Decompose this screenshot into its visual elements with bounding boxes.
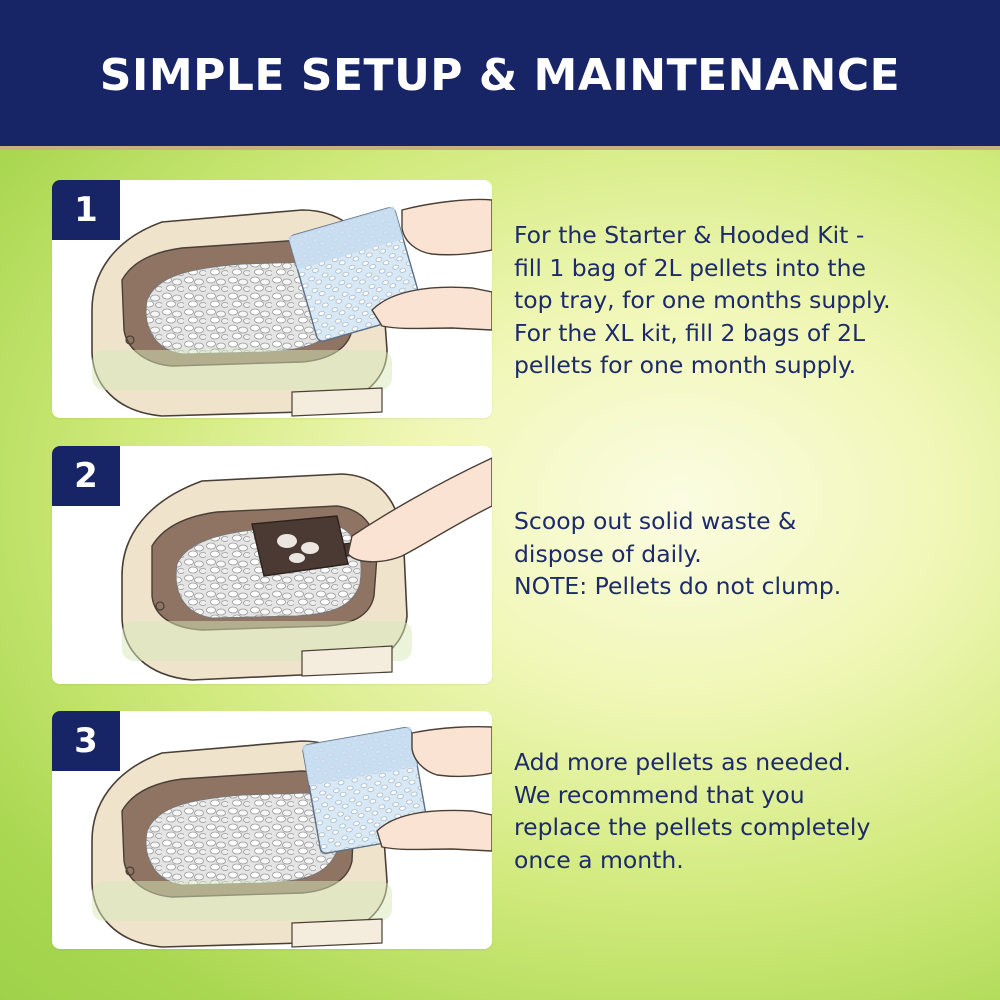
header-banner: SIMPLE SETUP & MAINTENANCE <box>0 0 1000 150</box>
step-3-illustration <box>91 725 492 948</box>
step-3-card: 3 <box>52 711 492 949</box>
step-2-illustration <box>121 457 492 681</box>
step-1-illustration <box>91 198 492 417</box>
step-1-instructions: For the Starter & Hooded Kit - fill 1 ba… <box>514 221 891 379</box>
step-2-number-badge: 2 <box>52 446 120 506</box>
step-3-number-badge: 3 <box>52 711 120 771</box>
step-3-instructions: Add more pellets as needed. We recommend… <box>514 748 871 874</box>
step-1-card: 1 <box>52 180 492 418</box>
step-2-card: 2 <box>52 446 492 684</box>
step-1-number-badge: 1 <box>52 180 120 240</box>
page-title: SIMPLE SETUP & MAINTENANCE <box>99 49 901 101</box>
step-2-instructions: Scoop out solid waste & dispose of daily… <box>514 507 842 600</box>
